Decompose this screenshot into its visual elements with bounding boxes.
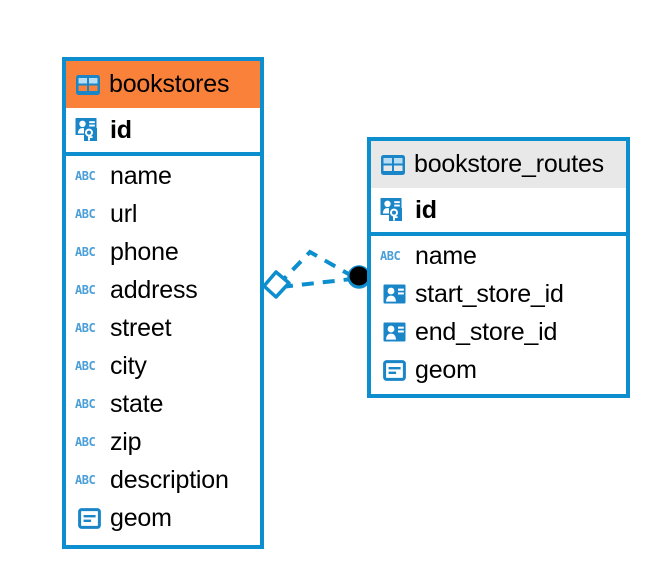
relationship-line-upper	[276, 249, 353, 287]
primary-key-section: id	[66, 108, 260, 156]
entity-title: bookstores	[109, 70, 230, 98]
text-abc-icon: ABC	[380, 248, 401, 264]
text-abc-icon: ABC	[75, 244, 96, 260]
primary-key-icon	[380, 197, 408, 223]
field-row-url[interactable]: ABC url	[66, 195, 260, 233]
text-abc-icon: ABC	[75, 168, 96, 184]
field-row-description[interactable]: ABC description	[66, 461, 260, 499]
field-label: address	[110, 275, 198, 304]
field-label: id	[110, 115, 132, 144]
field-label: zip	[110, 427, 142, 456]
field-label: start_store_id	[415, 279, 564, 308]
foreign-key-icon	[380, 322, 408, 342]
field-row-id[interactable]: id	[66, 108, 260, 152]
field-label: street	[110, 313, 172, 342]
field-row-phone[interactable]: ABC phone	[66, 233, 260, 271]
field-label: city	[110, 351, 147, 380]
field-label: name	[415, 241, 477, 270]
field-label: geom	[110, 503, 172, 532]
field-label: url	[110, 199, 138, 228]
field-row-end-store-id[interactable]: end_store_id	[371, 313, 626, 351]
field-row-id[interactable]: id	[371, 188, 626, 232]
field-row-name[interactable]: ABC name	[66, 157, 260, 195]
relationship-line-lower	[280, 277, 353, 289]
primary-key-section: id	[371, 188, 626, 236]
field-row-zip[interactable]: ABC zip	[66, 423, 260, 461]
field-row-name[interactable]: ABC name	[371, 237, 626, 275]
table-icon	[380, 154, 406, 176]
field-label: phone	[110, 237, 179, 266]
field-label: name	[110, 161, 172, 190]
text-abc-icon: ABC	[75, 396, 96, 412]
text-abc-icon: ABC	[75, 282, 96, 298]
field-label: geom	[415, 355, 477, 384]
text-abc-icon: ABC	[75, 472, 96, 488]
geometry-icon	[75, 507, 103, 529]
field-row-state[interactable]: ABC state	[66, 385, 260, 423]
text-abc-icon: ABC	[75, 434, 96, 450]
field-label: state	[110, 389, 164, 418]
field-label: end_store_id	[415, 317, 558, 346]
diamond-marker	[262, 270, 291, 299]
table-icon	[75, 74, 101, 96]
entity-header-bookstore-routes[interactable]: bookstore_routes	[371, 141, 626, 188]
entity-title: bookstore_routes	[414, 150, 604, 178]
geometry-icon	[380, 359, 408, 381]
entity-header-bookstores[interactable]: bookstores	[66, 61, 260, 108]
field-list-bookstores: ABC name ABC url ABC phone ABC address A…	[66, 156, 260, 540]
filled-circle-marker	[347, 265, 371, 289]
text-abc-icon: ABC	[75, 206, 96, 222]
field-row-street[interactable]: ABC street	[66, 309, 260, 347]
field-label: description	[110, 465, 229, 494]
field-row-city[interactable]: ABC city	[66, 347, 260, 385]
entity-table-bookstores[interactable]: bookstores id	[62, 57, 264, 549]
field-label: id	[415, 195, 437, 224]
foreign-key-icon	[380, 284, 408, 304]
text-abc-icon: ABC	[75, 320, 96, 336]
field-row-address[interactable]: ABC address	[66, 271, 260, 309]
field-row-geom[interactable]: geom	[371, 351, 626, 389]
text-abc-icon: ABC	[75, 358, 96, 374]
field-list-bookstore-routes: ABC name start_store_id	[371, 236, 626, 392]
field-row-geom[interactable]: geom	[66, 499, 260, 537]
field-row-start-store-id[interactable]: start_store_id	[371, 275, 626, 313]
entity-table-bookstore-routes[interactable]: bookstore_routes	[367, 137, 630, 398]
primary-key-icon	[75, 117, 103, 143]
